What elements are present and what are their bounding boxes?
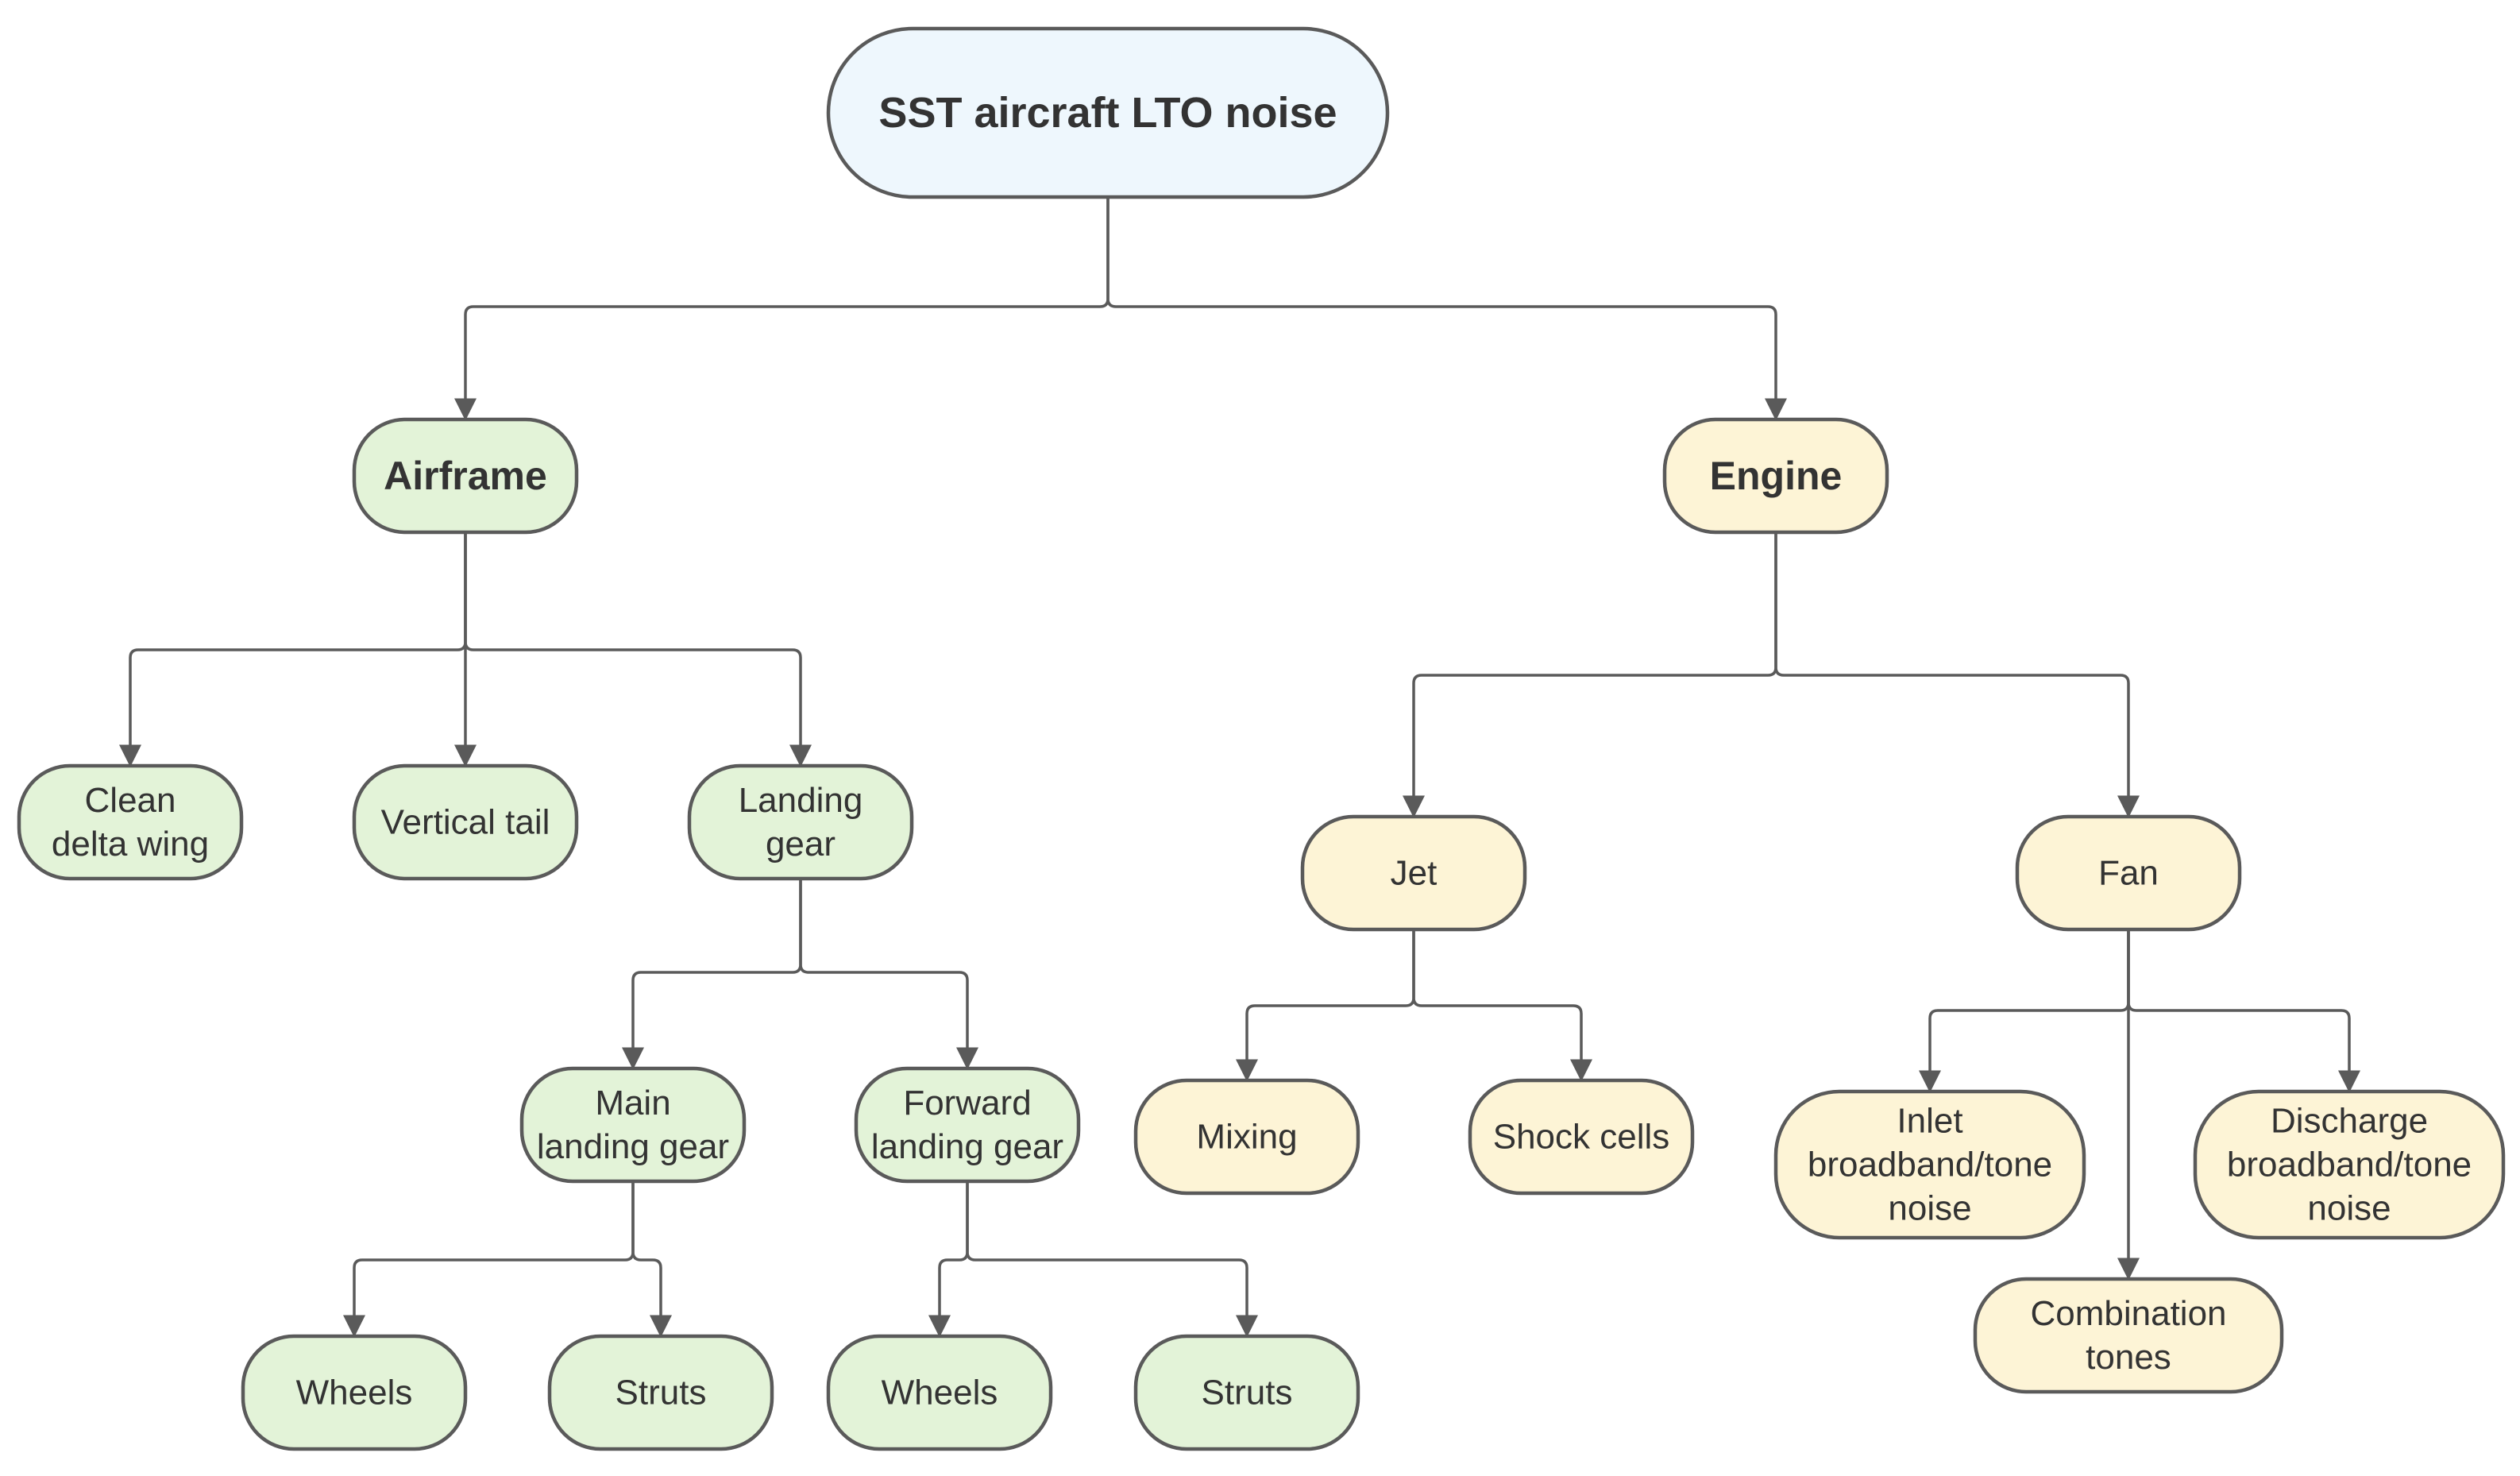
node-label-line: Jet (1391, 854, 1438, 893)
node-box (687, 763, 914, 881)
node-engine: Engine (1662, 417, 1889, 535)
node-shock-cells: Shock cells (1468, 1078, 1695, 1196)
node-label-line: broadband/tone (2227, 1146, 2472, 1184)
connector-airframe-to-landing-gear (464, 532, 812, 767)
node-combination-tones: Combination tones (1973, 1277, 2284, 1394)
node-fan: Fan (2015, 814, 2242, 932)
node-box (17, 763, 244, 881)
node-box (1973, 1277, 2284, 1394)
node-main-wheels: Wheels (241, 1334, 468, 1451)
node-label-line: Struts (1202, 1374, 1293, 1412)
connector-main-landing-gear-to-main-wheels (343, 1181, 635, 1338)
node-label-line: Combination (2030, 1294, 2226, 1333)
node-label-line: landing gear (871, 1127, 1063, 1166)
node-forward-struts: Struts (1133, 1334, 1360, 1451)
connector-engine-to-jet (1403, 532, 1777, 818)
connector-engine-to-fan (1774, 532, 2140, 818)
node-label-line: Engine (1710, 454, 1843, 498)
node-airframe: Airframe (352, 417, 579, 535)
node-label-line: Inlet (1897, 1102, 1962, 1141)
connector-main-landing-gear-to-main-struts (631, 1181, 672, 1338)
node-label-line: Forward (903, 1084, 1031, 1122)
node-box (519, 1066, 747, 1184)
node-box (1133, 1078, 1360, 1196)
connector-jet-to-shock-cells (1412, 929, 1592, 1082)
node-forward-landing-gear: Forward landing gear (854, 1066, 1081, 1184)
node-clean-delta-wing: Clean delta wing (17, 763, 244, 881)
node-label-line: Wheels (882, 1374, 998, 1412)
node-forward-wheels: Wheels (826, 1334, 1053, 1451)
node-label-line: Main (595, 1084, 670, 1122)
connector-root-to-engine (1106, 197, 1787, 421)
node-main-struts: Struts (547, 1334, 774, 1451)
node-discharge-noise: Discharge broadband/tone noise (2193, 1089, 2506, 1240)
node-label-line: landing gear (537, 1127, 729, 1166)
node-label-line: Fan (2098, 854, 2159, 893)
node-mixing: Mixing (1133, 1078, 1360, 1196)
node-box (241, 1334, 468, 1451)
node-box (2015, 814, 2242, 932)
node-box (1468, 1078, 1695, 1196)
node-root: SST aircraft LTO noise (826, 26, 1390, 199)
node-label-line: tones (2086, 1338, 2171, 1377)
connector-fan-to-discharge-noise (2127, 929, 2360, 1093)
node-box (2193, 1089, 2506, 1240)
node-label-line: Vertical tail (381, 803, 550, 842)
connector-fan-to-inlet-noise (1919, 929, 2130, 1093)
node-label-line: Struts (616, 1374, 707, 1412)
node-jet: Jet (1300, 814, 1527, 932)
node-box (1773, 1089, 2086, 1240)
node-box (826, 26, 1390, 199)
node-label-line: Landing (739, 781, 863, 820)
node-label-line: delta wing (52, 825, 209, 864)
connector-forward-landing-gear-to-forward-wheels (928, 1181, 969, 1338)
connector-jet-to-mixing (1236, 929, 1415, 1082)
node-label-line: Airframe (384, 454, 547, 498)
connector-root-to-airframe (454, 197, 1109, 421)
node-box (1662, 417, 1889, 535)
node-box (352, 763, 579, 881)
node-label-line: SST aircraft LTO noise (878, 89, 1337, 137)
node-box (1133, 1334, 1360, 1451)
connector-landing-gear-to-forward-landing-gear (799, 879, 978, 1070)
node-main-landing-gear: Main landing gear (519, 1066, 747, 1184)
node-label-line: Wheels (296, 1374, 413, 1412)
node-box (352, 417, 579, 535)
node-label-line: Clean (85, 781, 176, 820)
node-box (826, 1334, 1053, 1451)
node-label-line: Shock cells (1493, 1118, 1670, 1157)
node-box (547, 1334, 774, 1451)
connector-landing-gear-to-main-landing-gear (622, 879, 802, 1070)
connector-airframe-to-clean-delta-wing (119, 532, 467, 767)
node-label-line: broadband/tone (1808, 1146, 2052, 1184)
node-label-line: Discharge (2271, 1102, 2428, 1141)
node-box (1300, 814, 1527, 932)
node-label-line: gear (766, 825, 835, 864)
connector-forward-landing-gear-to-forward-struts (966, 1181, 1258, 1338)
node-inlet-noise: Inlet broadband/tone noise (1773, 1089, 2086, 1240)
node-box (854, 1066, 1081, 1184)
node-label-line: noise (2307, 1189, 2391, 1228)
node-vertical-tail: Vertical tail (352, 763, 579, 881)
connector-layer (119, 197, 2360, 1338)
node-label-line: noise (1888, 1189, 1971, 1228)
node-label-line: Mixing (1196, 1118, 1297, 1157)
node-landing-gear: Landing gear (687, 763, 914, 881)
